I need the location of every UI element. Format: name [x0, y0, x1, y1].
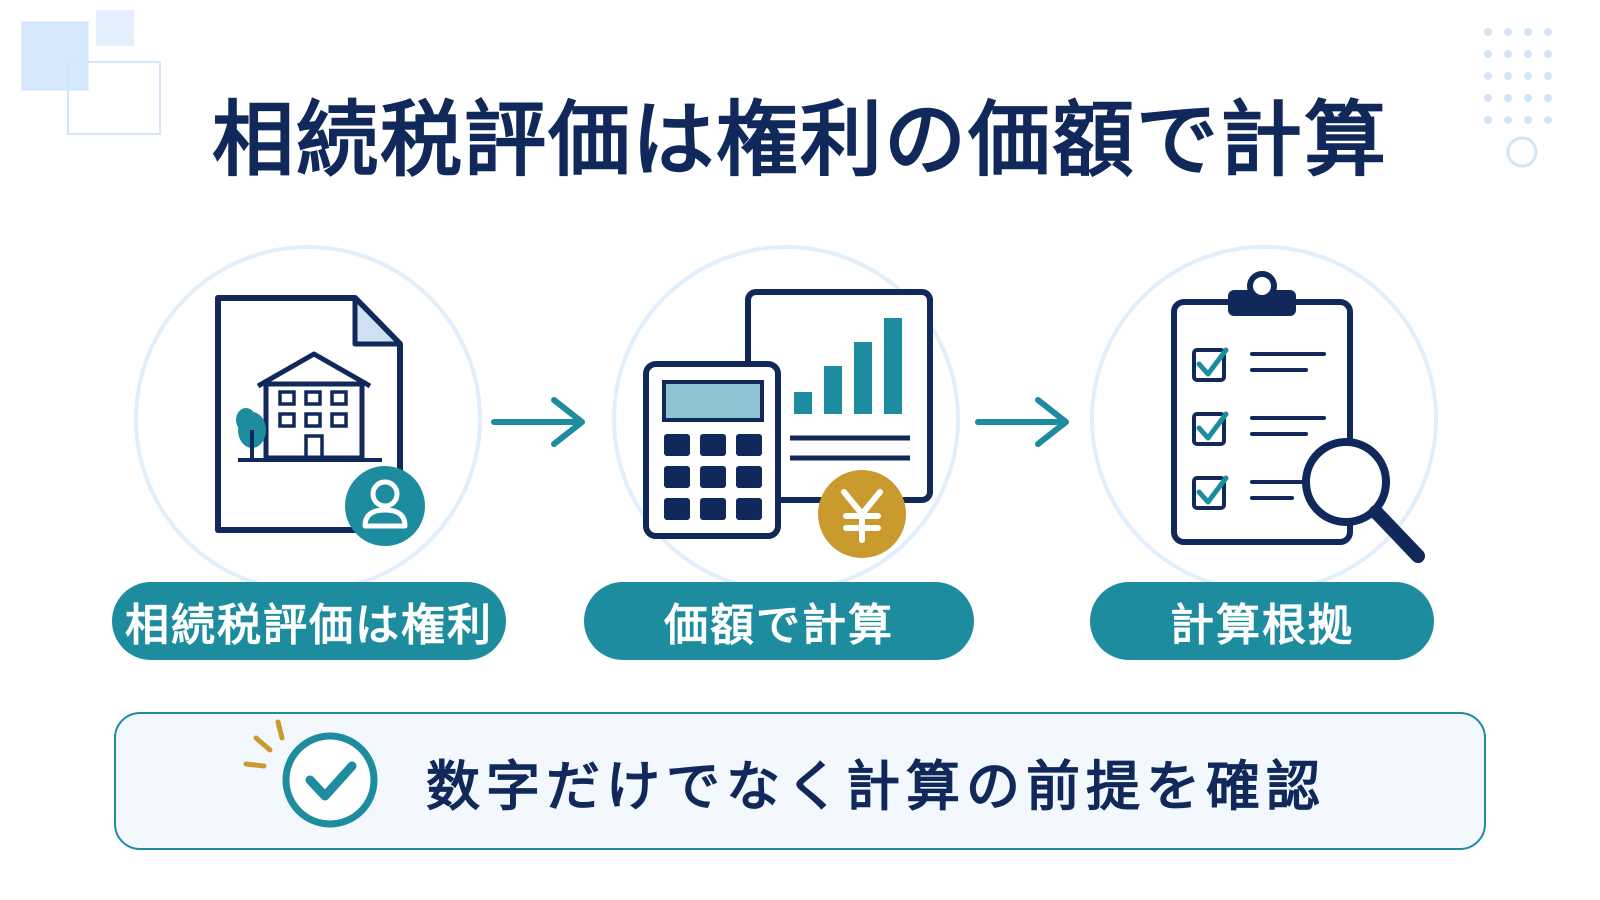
- calculator-chart-yen-icon: [643, 289, 933, 558]
- note-box: 数字だけでなく計算の前提を確認: [114, 712, 1486, 850]
- step-1-label: 相続税評価は権利: [112, 582, 506, 660]
- step-3-label: 計算根拠: [1090, 582, 1434, 660]
- arrow-right-icon: [491, 397, 585, 447]
- step-2-label: 価額で計算: [584, 582, 974, 660]
- note-text: 数字だけでなく計算の前提を確認: [426, 754, 1326, 818]
- page-title: 相続税評価は権利の価額で計算: [211, 93, 1388, 188]
- checklist-magnifier-icon: [1171, 271, 1425, 563]
- check-circle-icon: [243, 719, 378, 828]
- arrow-right-icon: [975, 397, 1069, 447]
- property-document-icon: [215, 295, 425, 546]
- decor-squares: [21, 10, 161, 135]
- decor-dots: [1484, 28, 1552, 168]
